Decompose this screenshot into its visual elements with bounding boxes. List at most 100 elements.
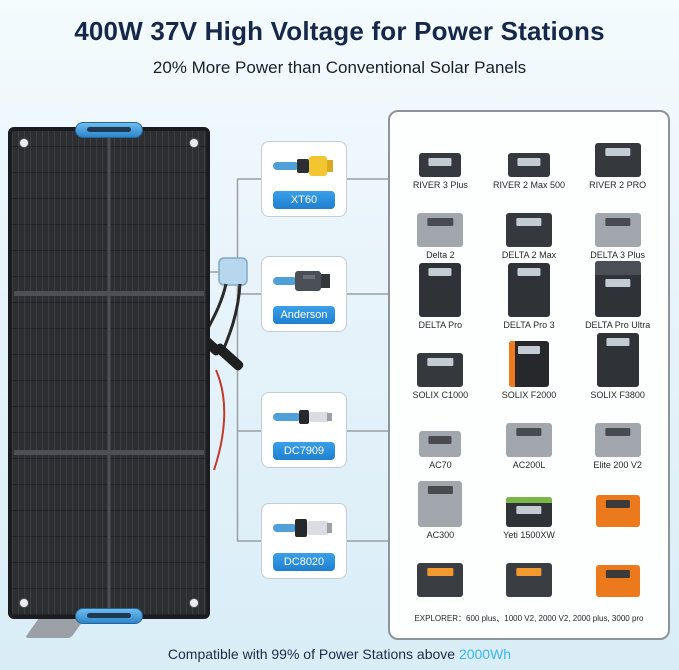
- product-label: SOLIX F2000: [501, 390, 557, 400]
- product-item: Delta 2: [396, 190, 485, 260]
- power-station-screen: [605, 218, 631, 226]
- dc8020-connector-icon: [273, 519, 332, 537]
- product-item: [485, 540, 574, 610]
- power-station-icon: [595, 565, 640, 597]
- product-item: AC70: [396, 400, 485, 470]
- product-label: DELTA 2 Max: [501, 250, 557, 260]
- product-label: SOLIX C1000: [412, 390, 469, 400]
- product-label: RIVER 3 Plus: [412, 180, 468, 190]
- product-item: RIVER 3 Plus: [396, 120, 485, 190]
- product-item: RIVER 2 PRO: [573, 120, 662, 190]
- panel-grommet: [189, 138, 199, 148]
- product-item: [573, 540, 662, 610]
- product-item: DELTA Pro Ultra: [573, 260, 662, 330]
- product-item: [396, 540, 485, 610]
- power-station-icon: [419, 153, 462, 177]
- product-item: SOLIX F3800: [573, 330, 662, 400]
- product-label: DELTA Pro: [418, 320, 463, 330]
- power-station-icon: [508, 341, 549, 387]
- power-station-icon: [418, 481, 463, 527]
- power-station-screen: [427, 568, 453, 576]
- connector-box-xt60: XT60: [261, 141, 347, 217]
- page-subtitle: 20% More Power than Conventional Solar P…: [152, 58, 527, 77]
- panel-grommet: [19, 138, 29, 148]
- product-item: SOLIX F2000: [485, 330, 574, 400]
- connector-label-anderson: Anderson: [273, 306, 335, 324]
- power-station-screen: [605, 570, 630, 578]
- page-title: 400W 37V High Voltage for Power Stations: [74, 16, 605, 46]
- power-station-screen: [428, 436, 452, 444]
- power-station-screen: [428, 268, 452, 276]
- power-station-screen: [427, 358, 453, 366]
- power-station-screen: [428, 158, 452, 166]
- panel-center-bar: [107, 133, 111, 613]
- power-station-icon: [594, 261, 641, 317]
- product-label: Delta 2: [426, 250, 455, 260]
- power-station-icon: [507, 263, 550, 317]
- connector-label-dc8020: DC8020: [273, 553, 335, 571]
- power-station-icon: [417, 213, 464, 247]
- power-station-icon: [417, 563, 464, 597]
- power-station-icon: [595, 495, 640, 527]
- products-grid: RIVER 3 Plus RIVER 2 Max 500 RIVER 2 PRO De…: [396, 120, 662, 610]
- product-label: RIVER 2 Max 500: [492, 180, 565, 190]
- product-label: AC200L: [512, 460, 546, 470]
- product-label: DELTA Pro 3: [503, 320, 555, 330]
- power-station-screen: [517, 158, 541, 166]
- panel-grommet: [189, 598, 199, 608]
- products-panel: RIVER 3 Plus RIVER 2 Max 500 RIVER 2 PRO De…: [388, 110, 670, 640]
- product-item: [573, 470, 662, 540]
- power-station-screen: [517, 268, 541, 276]
- xt60-connector-icon: [273, 156, 333, 176]
- product-item: DELTA Pro: [396, 260, 485, 330]
- product-item: RIVER 2 Max 500: [485, 120, 574, 190]
- connector-label-xt60: XT60: [273, 191, 335, 209]
- power-station-screen: [605, 148, 631, 156]
- product-label: RIVER 2 PRO: [589, 180, 647, 190]
- connector-label-dc7909: DC7909: [273, 442, 335, 460]
- power-station-screen: [516, 568, 542, 576]
- product-label: DELTA 3 Plus: [590, 250, 645, 260]
- product-item: DELTA 3 Plus: [573, 190, 662, 260]
- power-station-icon: [596, 333, 639, 387]
- power-station-screen: [606, 338, 630, 346]
- product-item: AC200L: [485, 400, 574, 470]
- power-station-icon: [505, 213, 552, 247]
- panel-handle-top: [75, 122, 143, 138]
- footer-highlight: 2000Wh: [458, 646, 512, 662]
- power-station-screen: [428, 486, 453, 494]
- power-station-screen: [517, 346, 540, 354]
- footer-prefix: Compatible with 99% of Power Stations ab…: [167, 646, 459, 662]
- power-station-icon: [419, 431, 462, 457]
- power-station-screen: [605, 428, 631, 436]
- connector-box-dc7909: DC7909: [261, 392, 347, 468]
- power-station-icon: [505, 497, 552, 527]
- power-station-screen: [427, 218, 453, 226]
- power-station-screen: [516, 218, 542, 226]
- solar-panel: [8, 122, 210, 624]
- power-station-icon: [594, 213, 641, 247]
- product-item: DELTA Pro 3: [485, 260, 574, 330]
- connector-box-dc8020: DC8020: [261, 503, 347, 579]
- power-station-icon: [594, 423, 641, 457]
- product-item: DELTA 2 Max: [485, 190, 574, 260]
- power-station-icon: [505, 423, 552, 457]
- panel-grommet: [19, 598, 29, 608]
- product-label: SOLIX F3800: [590, 390, 645, 400]
- product-label: Elite 200 V2: [593, 460, 642, 470]
- power-station-screen: [516, 428, 542, 436]
- connector-box-anderson: Anderson: [261, 256, 347, 332]
- dc7909-connector-icon: [273, 410, 332, 424]
- power-station-icon: [505, 563, 552, 597]
- product-item: Elite 200 V2: [573, 400, 662, 470]
- product-label: Yeti 1500XW: [503, 530, 555, 540]
- product-label: DELTA Pro Ultra: [585, 320, 651, 330]
- power-station-screen: [516, 506, 542, 514]
- explorer-series-label: EXPLORER：600 plus、1000 V2, 2000 V2, 2000…: [414, 614, 644, 623]
- panel-handle-bottom: [75, 608, 143, 624]
- power-station-icon: [507, 153, 550, 177]
- product-label: AC300: [426, 530, 455, 540]
- product-item: SOLIX C1000: [396, 330, 485, 400]
- power-station-screen: [605, 279, 631, 287]
